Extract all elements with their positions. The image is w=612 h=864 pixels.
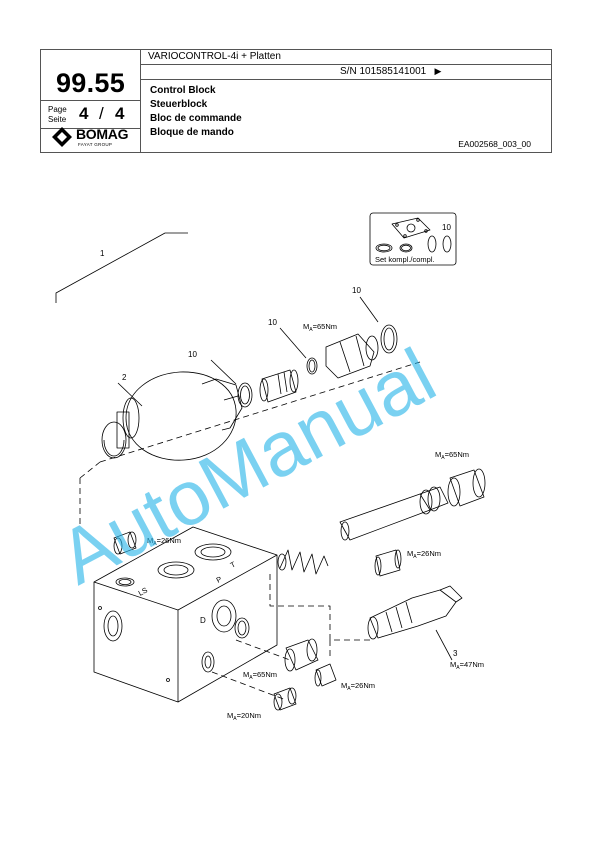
serial-number: S/N 101585141001 ▶: [340, 66, 442, 77]
control-block-body: [93, 526, 278, 703]
set-label: Set kompl./compl.: [375, 255, 435, 264]
callout-1-leader: [55, 232, 188, 303]
product-title: VARIOCONTROL-4i + Platten: [148, 51, 281, 62]
torque-20nm: MA=20Nm: [227, 711, 261, 722]
plug-26nm-right: [374, 549, 402, 577]
torque-65nm-top: MA=65Nm: [303, 322, 337, 333]
callout-10-a: 10: [188, 350, 197, 359]
bomag-logo: BOMAG FAYAT GROUP: [51, 126, 136, 150]
accumulator-part: [101, 371, 243, 461]
title-en: Control Block: [150, 85, 216, 96]
title-es: Bloque de mando: [150, 127, 234, 138]
figure-code: EA002568_003_00: [458, 139, 531, 149]
header-block: VARIOCONTROL-4i + Platten S/N 1015851410…: [40, 49, 552, 153]
end-cap-65nm: [447, 468, 486, 507]
plug-20nm-bottom: [273, 687, 297, 711]
torque-26nm-right: MA=26Nm: [407, 549, 441, 560]
callout-10-b: 10: [268, 318, 277, 327]
torque-65nm-bottom: MA=65Nm: [243, 670, 277, 681]
automanual-watermark: AutoManual: [46, 332, 449, 601]
torque-26nm-bottom: MA=26Nm: [341, 681, 375, 692]
adapter-fitting: [259, 369, 299, 403]
page-label-en: Page: [48, 105, 67, 114]
o-ring-10-mid: [306, 357, 318, 375]
o-ring-10-right: [380, 324, 398, 354]
page-separator: /: [99, 104, 104, 123]
plug-26nm-bottom: [314, 663, 337, 687]
o-ring-block: [234, 617, 250, 639]
callout-1: 1: [100, 249, 105, 258]
port-label-d: D: [200, 616, 206, 625]
spring-part: [277, 549, 329, 575]
serial-arrow-icon: ▶: [434, 66, 442, 76]
valve-spool-assembly: [339, 486, 449, 541]
callout-10-kit: 10: [442, 223, 451, 232]
page-label-de: Seite: [48, 115, 67, 124]
port-label-ls: LS: [137, 586, 149, 598]
title-fr: Bloc de commande: [150, 113, 242, 124]
seal-kit-box: [369, 212, 457, 266]
port-label-t: T: [229, 559, 238, 569]
bomag-diamond-icon: [52, 127, 72, 147]
page-total: 4: [115, 104, 125, 123]
cartridge-valve-item3: [367, 585, 463, 640]
port-label-p: P: [215, 574, 224, 584]
torque-47nm: MA=47Nm: [450, 660, 484, 671]
callout-10-c: 10: [352, 286, 361, 295]
torque-65nm-right: MA=65Nm: [435, 450, 469, 461]
o-ring-10-left: [237, 382, 253, 408]
plug-26nm-top: [113, 531, 137, 555]
plug-65nm-bottom: [284, 638, 319, 672]
torque-26nm-top: MA=26Nm: [147, 536, 181, 547]
group-number: 99.55: [55, 68, 126, 98]
page-current: 4: [79, 104, 89, 123]
callout-3: 3: [453, 649, 458, 658]
nut-fitting: [325, 333, 379, 379]
title-de: Steuerblock: [150, 99, 208, 110]
callout-2: 2: [122, 373, 127, 382]
